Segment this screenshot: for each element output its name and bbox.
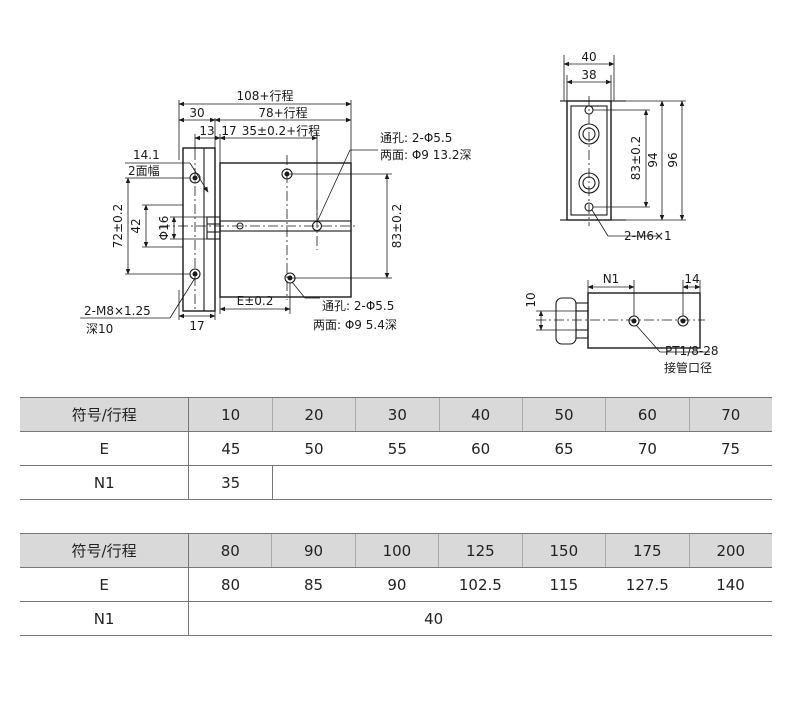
dim-phi16: Φ16 bbox=[157, 216, 171, 241]
cell-header: 符号/行程 bbox=[20, 397, 190, 432]
table-row-n1: N1 35 bbox=[20, 465, 772, 500]
cell-e-value: 70 bbox=[605, 431, 690, 466]
table-row-stroke: 符号/行程 10 20 30 40 50 60 70 bbox=[20, 397, 772, 432]
end-port-bottom bbox=[578, 172, 600, 194]
dim-e: E±0.2 bbox=[237, 294, 274, 308]
dim-35: 35±0.2+行程 bbox=[242, 123, 320, 138]
table-row-e: E 80 85 90 102.5 115 127.5 140 bbox=[20, 567, 772, 602]
side-view-labels: N1 14 10 PT1/8-28 接管口径 bbox=[524, 272, 718, 375]
label-pt-thread: PT1/8-28 bbox=[665, 344, 718, 358]
end-port-top bbox=[578, 123, 600, 145]
table-row-stroke: 符号/行程 80 90 100 125 150 175 200 bbox=[20, 533, 772, 568]
cell-header: 符号/行程 bbox=[20, 533, 190, 568]
end-view bbox=[560, 55, 686, 237]
dim-13: 13 bbox=[199, 124, 214, 138]
cell-e-value: 50 bbox=[272, 431, 356, 466]
cell-stroke: 175 bbox=[605, 533, 690, 568]
rod-end bbox=[206, 216, 221, 240]
dim-10: 10 bbox=[524, 292, 538, 307]
label-through-hole-top: 通孔: 2-Φ5.5 bbox=[380, 131, 452, 145]
label-m6-thread: 2-M6×1 bbox=[624, 229, 672, 243]
dim-total-length: 108+行程 bbox=[237, 88, 294, 103]
spec-table-2: 符号/行程 80 90 100 125 150 175 200 E 80 85 … bbox=[20, 533, 772, 636]
label-m8-thread: 2-M8×1.25 bbox=[84, 304, 151, 318]
cell-n1-label: N1 bbox=[20, 465, 190, 500]
cell-stroke: 50 bbox=[521, 397, 606, 432]
side-view bbox=[536, 280, 710, 353]
table-row-e: E 45 50 55 60 65 70 75 bbox=[20, 431, 772, 466]
cell-e-value: 102.5 bbox=[438, 567, 523, 602]
dim-17: 17 bbox=[221, 124, 236, 138]
dim-83-front: 83±0.2 bbox=[390, 204, 404, 248]
cell-e-value: 65 bbox=[522, 431, 606, 466]
dim-42: 42 bbox=[129, 218, 143, 233]
dim-17-bottom: 17 bbox=[189, 319, 204, 333]
dim-plate-30: 30 bbox=[189, 106, 204, 120]
label-2-face-width: 2面幅 bbox=[128, 163, 160, 178]
label-counterbore-bottom: 两面: Φ9 5.4深 bbox=[313, 318, 397, 332]
cell-e-value: 75 bbox=[689, 431, 772, 466]
cell-e-value: 127.5 bbox=[605, 567, 690, 602]
cell-n1-value: 40 bbox=[188, 601, 772, 636]
cell-stroke: 60 bbox=[605, 397, 690, 432]
cell-e-value: 80 bbox=[188, 567, 272, 602]
dim-94: 94 bbox=[646, 152, 660, 167]
label-pipe-port: 接管口径 bbox=[664, 360, 712, 375]
dim-96: 96 bbox=[666, 152, 680, 167]
dim-40: 40 bbox=[581, 50, 596, 64]
cell-n1-label: N1 bbox=[20, 601, 190, 636]
cell-stroke: 100 bbox=[354, 533, 439, 568]
front-view-labels: 108+行程 30 78+行程 13 17 35±0.2+行程 14.1 2面幅… bbox=[84, 88, 471, 336]
cell-stroke: 80 bbox=[188, 533, 272, 568]
label-m8-depth: 深10 bbox=[86, 322, 113, 336]
cell-e-value: 115 bbox=[522, 567, 606, 602]
cell-stroke: 90 bbox=[271, 533, 356, 568]
cell-stroke: 40 bbox=[438, 397, 523, 432]
cell-stroke: 30 bbox=[355, 397, 440, 432]
mounting-plate bbox=[182, 147, 216, 312]
cell-stroke: 200 bbox=[688, 533, 772, 568]
side-plate bbox=[555, 297, 577, 345]
cell-n1-value: 35 bbox=[188, 465, 273, 500]
cell-e-value: 140 bbox=[689, 567, 772, 602]
cell-e-label: E bbox=[20, 431, 190, 466]
cell-e-value: 45 bbox=[188, 431, 273, 466]
cell-stroke: 150 bbox=[521, 533, 606, 568]
end-view-labels: 40 38 83±0.2 94 96 2-M6×1 bbox=[581, 50, 680, 243]
table-row-n1: N1 40 bbox=[20, 601, 772, 636]
cell-stroke: 10 bbox=[188, 397, 273, 432]
cell-stroke: 125 bbox=[438, 533, 523, 568]
dim-body-length: 78+行程 bbox=[258, 105, 307, 120]
cell-e-value: 90 bbox=[355, 567, 439, 602]
dim-14-1: 14.1 bbox=[133, 148, 160, 162]
technical-drawing: 108+行程 30 78+行程 13 17 35±0.2+行程 14.1 2面幅… bbox=[80, 50, 718, 375]
cell-e-value: 85 bbox=[271, 567, 356, 602]
cell-stroke: 70 bbox=[688, 397, 772, 432]
label-through-hole-bottom: 通孔: 2-Φ5.5 bbox=[322, 299, 394, 313]
label-counterbore-top: 两面: Φ9 13.2深 bbox=[380, 148, 471, 162]
dim-83-end: 83±0.2 bbox=[629, 136, 643, 180]
cell-e-value: 60 bbox=[439, 431, 523, 466]
dim-38: 38 bbox=[581, 68, 596, 82]
front-view bbox=[80, 100, 392, 320]
cell-e-label: E bbox=[20, 567, 190, 602]
dim-14: 14 bbox=[684, 272, 699, 286]
cell-e-value: 55 bbox=[355, 431, 440, 466]
cell-stroke: 20 bbox=[271, 397, 356, 432]
spec-table-1: 符号/行程 10 20 30 40 50 60 70 E 45 50 55 60… bbox=[20, 397, 772, 500]
dim-72: 72±0.2 bbox=[111, 204, 125, 248]
dim-n1: N1 bbox=[603, 272, 620, 286]
